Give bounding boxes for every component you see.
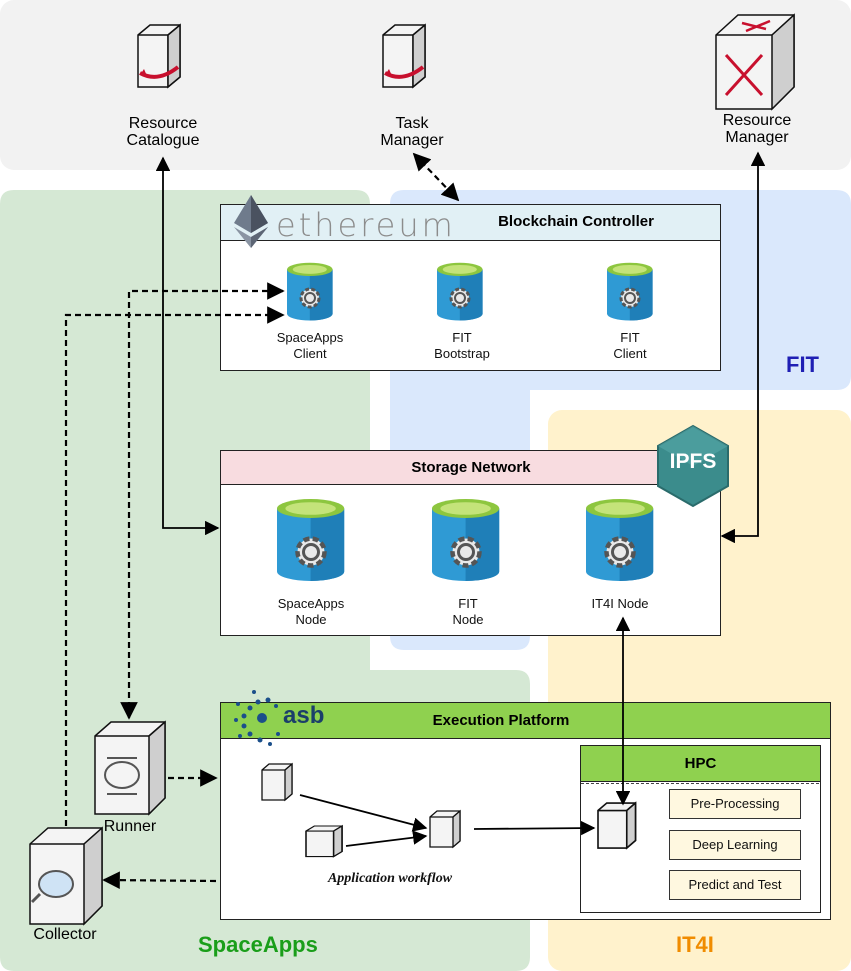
- storage-header: [221, 451, 720, 485]
- it4i-node-label: IT4I Node: [591, 596, 649, 611]
- execution-title: Execution Platform: [432, 712, 570, 729]
- application-workflow-label: Application workflow: [327, 871, 453, 886]
- asb-logo-text: asb: [283, 702, 325, 729]
- gear-icon: [298, 539, 325, 566]
- hpc-title: HPC: [684, 755, 717, 772]
- blockchain-header: [221, 205, 720, 241]
- ipfs-logo-icon: [657, 424, 729, 508]
- collector-icon: [29, 826, 103, 926]
- ipfs-logo-text: IPFS: [669, 450, 717, 473]
- resource-manager-icon: [715, 13, 795, 111]
- asb-logo-icon: [234, 690, 280, 746]
- hpc-inner-dashed: [581, 783, 819, 912]
- spaceapps-client-label: SpaceApps Client: [276, 330, 344, 361]
- gear-icon: [453, 539, 480, 566]
- ethereum-logo-text: ethereum: [276, 206, 456, 244]
- workflow-task-2: [305, 825, 343, 858]
- gear-icon: [607, 539, 634, 566]
- gear-icon: [619, 287, 641, 309]
- fit-client-label: FIT Client: [613, 330, 647, 361]
- spaceapps-zone-label: SpaceApps: [198, 932, 318, 957]
- workflow-task-1: [261, 763, 293, 801]
- blockchain-title: Blockchain Controller: [498, 213, 654, 230]
- resource-catalogue-label: Resource Catalogue: [126, 115, 200, 149]
- hpc-task: [597, 802, 637, 849]
- gear-icon: [299, 287, 321, 309]
- execution-header: [221, 703, 830, 739]
- workflow-task-3: [429, 810, 461, 848]
- fit-zone-label: FIT: [786, 352, 819, 377]
- task-manager-icon: [382, 24, 426, 88]
- fit-bootstrap-label: FIT Bootstrap: [434, 330, 490, 361]
- resource-manager-label: Resource Manager: [722, 112, 792, 146]
- fit-node-label: FIT Node: [452, 596, 484, 627]
- step-pre-processing: Pre-Processing: [669, 789, 801, 819]
- resource-catalogue-icon: [137, 24, 181, 88]
- runner-icon: [94, 720, 166, 816]
- runner-label: Runner: [103, 818, 157, 835]
- step-predict-and-test: Predict and Test: [669, 870, 801, 900]
- step-deep-learning: Deep Learning: [669, 830, 801, 860]
- storage-title: Storage Network: [411, 459, 531, 476]
- collector-label: Collector: [33, 926, 97, 943]
- task-manager-label: Task Manager: [380, 115, 444, 149]
- spaceapps-node-label: SpaceApps Node: [277, 596, 345, 627]
- it4i-zone-label: IT4I: [676, 932, 714, 957]
- gear-icon: [449, 287, 471, 309]
